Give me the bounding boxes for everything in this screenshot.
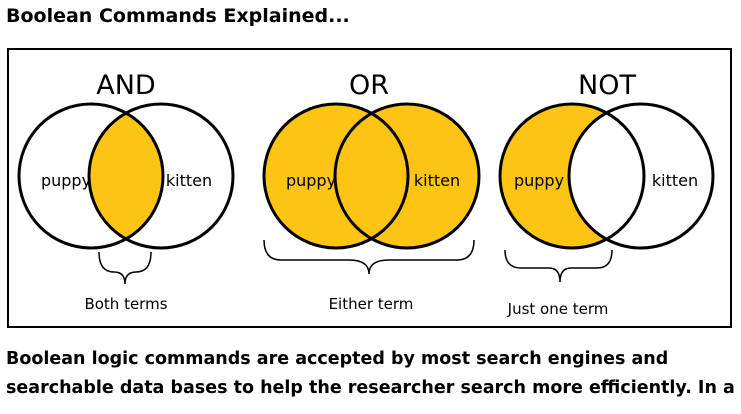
venn-not: NOT puppy kitten Just one term <box>498 70 715 318</box>
venn-and-right-circle <box>87 102 235 250</box>
venn-or-right-circle <box>333 102 481 250</box>
venn-and-right-label: kitten <box>166 171 212 190</box>
venn-not-caption: Just one term <box>507 300 609 318</box>
venn-or-left-circle <box>262 102 410 250</box>
venn-and-left-circle <box>17 102 165 250</box>
venn-or-brace <box>263 239 475 275</box>
page-heading: Boolean Commands Explained... <box>6 5 350 27</box>
venn-and-left-label: puppy <box>41 171 91 190</box>
venn-diagrams: AND puppy kitten Both terms OR puppy kit… <box>17 70 715 318</box>
venn-or-caption: Either term <box>329 295 414 313</box>
venn-not-right-label: kitten <box>652 171 698 190</box>
venn-not-overlap-cutout <box>569 104 644 248</box>
venn-and-brace <box>98 251 152 285</box>
venn-not-left-circle <box>498 102 646 250</box>
venn-or-left-label: puppy <box>286 171 336 190</box>
explanation-line-2: searchable data bases to help the resear… <box>6 378 735 398</box>
venn-and-intersection <box>89 104 163 248</box>
boolean-diagram-frame: AND puppy kitten Both terms OR puppy kit… <box>7 48 732 328</box>
venn-not-title: NOT <box>578 70 636 101</box>
venn-not-right-circle <box>567 102 715 250</box>
venn-not-brace <box>504 249 613 283</box>
venn-or-title: OR <box>349 70 389 101</box>
explanation-paragraph: Boolean logic commands are accepted by m… <box>6 345 736 403</box>
venn-or-right-label: kitten <box>414 171 460 190</box>
venn-and-caption: Both terms <box>84 295 167 313</box>
venn-and: AND puppy kitten Both terms <box>17 70 235 313</box>
venn-and-title: AND <box>96 70 155 101</box>
explanation-line-1: Boolean logic commands are accepted by m… <box>6 349 669 369</box>
venn-or: OR puppy kitten Either term <box>262 70 481 313</box>
venn-not-left-label: puppy <box>514 171 564 190</box>
